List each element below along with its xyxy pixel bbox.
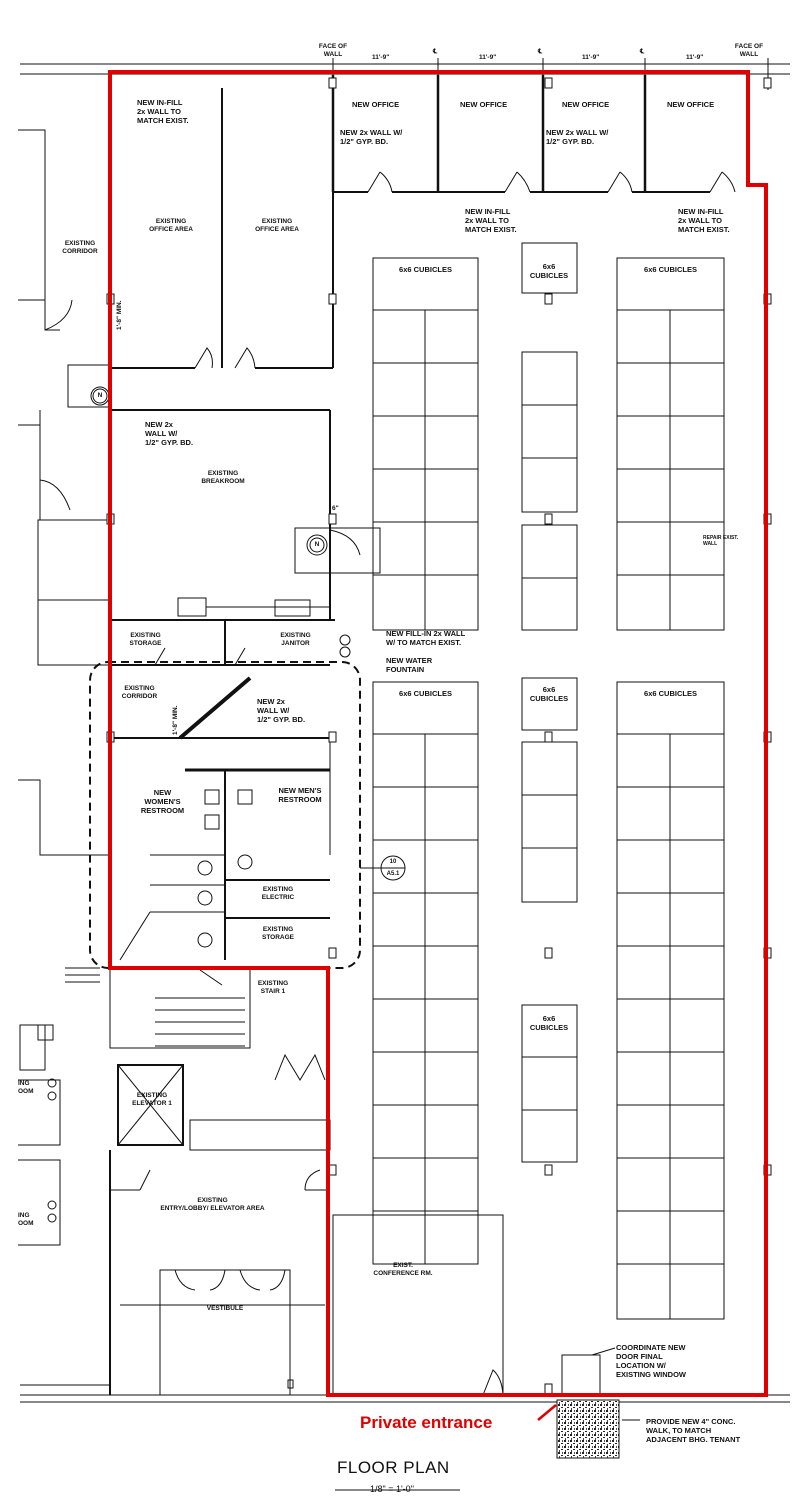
room-partial-left-2: ING OOM (18, 1212, 34, 1227)
room-existing-breakroom: EXISTING BREAKROOM (201, 470, 245, 485)
drawing-scale: 1/8" = 1'-0" (370, 1484, 414, 1494)
room-existing-office-area-2: EXISTING OFFICE AREA (255, 218, 299, 233)
centerline-mark: ℄ (538, 48, 543, 55)
tenant-boundary-outline (108, 70, 768, 1397)
elevator-icon: EXISTING ELEVATOR 1 (132, 1092, 172, 1107)
room-existing-janitor: EXISTING JANITOR (280, 632, 311, 647)
room-existing-electric: EXISTING ELECTRIC (261, 886, 295, 901)
detail-callout-sheet: A5.1 (386, 871, 400, 877)
cubicles-label-7: 6x6 CUBICLES (529, 1014, 569, 1032)
room-existing-storage-2: EXISTING STORAGE (261, 926, 295, 941)
note-new-2x-wall-3: NEW 2x WALL W/ 1/2" GYP. BD. (145, 420, 194, 447)
dimension-label: 11'-9" (372, 54, 390, 61)
face-of-wall-left-label: FACE OF WALL (318, 43, 348, 58)
cubicles-label-3: 6x6 CUBICLES (644, 265, 697, 274)
room-existing-office-area-1: EXISTING OFFICE AREA (149, 218, 193, 233)
note-new-2x-wall-4: NEW 2x WALL W/ 1/2" GYP. BD. (257, 697, 306, 724)
dimension-label: 11'-9" (582, 54, 600, 61)
dimension-6in: 6" (332, 505, 339, 512)
cubicles-label-5: 6x6 CUBICLES (529, 685, 569, 703)
north-icon: N (314, 541, 320, 548)
room-new-mens-restroom: NEW MEN'S RESTROOM (278, 786, 322, 804)
room-existing-corridor-left: EXISTING CORRIDOR (62, 240, 98, 255)
centerline-mark: ℄ (433, 48, 438, 55)
note-repair-exist-wall: REPAIR EXIST. WALL (703, 535, 739, 547)
private-entrance-arrow (537, 1404, 557, 1421)
detail-callout-number: 10 (389, 859, 397, 865)
room-existing-corridor: EXISTING CORRIDOR (121, 685, 158, 700)
dimension-label: 11'-9" (686, 54, 704, 61)
note-coordinate-door: COORDINATE NEW DOOR FINAL LOCATION W/ EX… (616, 1343, 686, 1379)
face-of-wall-right-label: FACE OF WALL (734, 43, 764, 58)
dimension-min-2: 1'-8" MIN. (172, 705, 179, 735)
cubicles-label-6: 6x6 CUBICLES (644, 689, 697, 698)
room-exist-conference: EXIST. CONFERENCE RM. (373, 1262, 433, 1277)
room-new-office-4: NEW OFFICE (667, 100, 715, 109)
room-new-office-2: NEW OFFICE (460, 100, 508, 109)
room-vestibule: VESTIBULE (206, 1305, 244, 1312)
note-new-infill-1: NEW IN-FILL 2x WALL TO MATCH EXIST. (137, 98, 189, 125)
room-existing-storage-1: EXISTING STORAGE (129, 632, 162, 647)
room-existing-lobby: EXISTING ENTRY/LOBBY/ ELEVATOR AREA (160, 1197, 265, 1212)
room-existing-stair-1: EXISTING STAIR 1 (257, 980, 289, 995)
cubicles-label-1: 6x6 CUBICLES (399, 265, 452, 274)
room-new-womens-restroom: NEW WOMEN'S RESTROOM (140, 788, 185, 815)
drawing-title: FLOOR PLAN (337, 1458, 450, 1477)
note-new-fillin-wall: NEW FILL-IN 2x WALL W/ TO MATCH EXIST. (386, 629, 466, 647)
note-provide-walk: PROVIDE NEW 4" CONC. WALK, TO MATCH ADJA… (646, 1417, 741, 1444)
room-new-office-1: NEW OFFICE (352, 100, 400, 109)
cubicles-label-2: 6x6 CUBICLES (529, 262, 569, 280)
private-entrance-label: Private entrance (360, 1413, 493, 1432)
note-new-infill-2: NEW IN-FILL 2x WALL TO MATCH EXIST. (465, 207, 517, 234)
dimension-label: 11'-9" (479, 54, 497, 61)
note-new-2x-wall-1: NEW 2x WALL W/ 1/2" GYP. BD. (340, 128, 403, 146)
room-partial-left-1: ING OOM (18, 1080, 34, 1095)
concrete-walk-pad (556, 1399, 620, 1459)
cubicles-label-4: 6x6 CUBICLES (399, 689, 452, 698)
room-new-office-3: NEW OFFICE (562, 100, 610, 109)
centerline-mark: ℄ (640, 48, 645, 55)
note-new-water-fountain: NEW WATER FOUNTAIN (386, 656, 433, 674)
note-new-2x-wall-2: NEW 2x WALL W/ 1/2" GYP. BD. (546, 128, 609, 146)
note-new-infill-3: NEW IN-FILL 2x WALL TO MATCH EXIST. (678, 207, 730, 234)
dimension-min-1: 1'-8" MIN. (116, 300, 123, 330)
north-icon: N (97, 392, 103, 399)
